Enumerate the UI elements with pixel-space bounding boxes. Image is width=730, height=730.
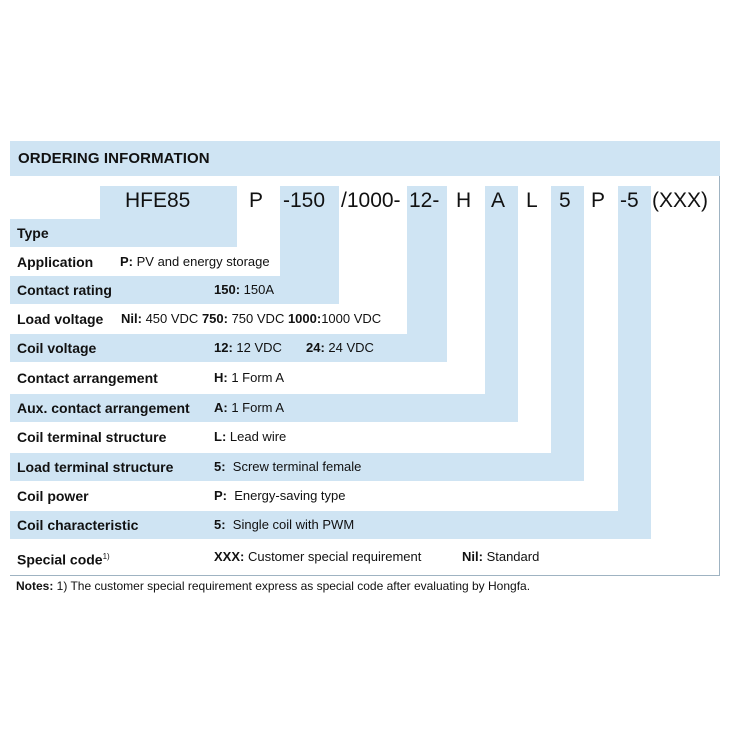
connector-bar-application <box>280 186 339 279</box>
code-part-special: (XXX) <box>652 189 709 212</box>
code-part-coil-characteristic: -5 <box>620 189 639 212</box>
row-special-code: Special code1) XXX: Customer special req… <box>10 543 710 571</box>
code-part-contact-rating: -150 <box>283 189 326 212</box>
row-label: Contact rating <box>17 282 112 298</box>
row-coil-voltage: Coil voltage 12: 12 VDC 24: 24 VDC <box>10 334 447 362</box>
row-application: Application P: PV and energy storage <box>10 248 280 276</box>
row-value: XXX: Customer special requirement <box>214 549 422 564</box>
notes: Notes: 1) The customer special requireme… <box>16 579 531 593</box>
code-part-application: P <box>249 189 264 212</box>
code-part-coil-power: P <box>591 189 606 212</box>
row-contact-arrangement: Contact arrangement H: 1 Form A <box>10 364 480 392</box>
connector-bar-load-terminal <box>551 186 584 459</box>
connector-bar-aux-contact <box>485 186 518 399</box>
row-value: H: 1 Form A <box>214 370 285 385</box>
row-value: 5: Screw terminal female <box>214 459 362 474</box>
row-label: Aux. contact arrangement <box>17 400 190 416</box>
row-label: Coil characteristic <box>17 517 139 533</box>
row-label: Coil terminal structure <box>17 429 167 445</box>
code-part-load-terminal: 5 <box>559 189 571 212</box>
row-value-alt: Nil: Standard <box>462 549 540 564</box>
row-coil-characteristic: Coil characteristic 5: Single coil with … <box>10 511 651 539</box>
code-part-model: HFE85 <box>125 189 191 212</box>
row-label: Coil power <box>17 488 89 504</box>
row-coil-power: Coil power P: Energy-saving type <box>10 482 618 510</box>
row-value: 5: Single coil with PWM <box>214 517 355 532</box>
row-type: Type <box>10 219 237 247</box>
row-label: Application <box>17 254 94 270</box>
connector-bar-coil-voltage <box>407 186 447 339</box>
row-value-alt: 24: 24 VDC <box>306 340 374 355</box>
row-load-voltage: Load voltage Nil: 450 VDC 750: 750 VDC 1… <box>10 305 407 333</box>
code-part-coil-voltage: 12- <box>409 189 440 212</box>
row-value: P: Energy-saving type <box>214 488 346 503</box>
row-value: L: Lead wire <box>214 429 287 444</box>
row-value: Nil: 450 VDC 750: 750 VDC 1000:1000 VDC <box>121 311 382 326</box>
row-label: Load voltage <box>17 311 104 327</box>
section-title: ORDERING INFORMATION <box>10 141 720 176</box>
code-part-aux-contact: A <box>491 189 506 212</box>
row-value: A: 1 Form A <box>214 400 285 415</box>
code-part-load-voltage: /1000- <box>341 189 401 212</box>
code-part-coil-terminal: L <box>526 189 538 212</box>
row-label: Special code1) <box>17 551 110 568</box>
code-part-contact-arrangement: H <box>456 189 472 212</box>
row-value: 12: 12 VDC <box>214 340 282 355</box>
row-load-terminal-structure: Load terminal structure 5: Screw termina… <box>10 453 584 481</box>
row-label: Load terminal structure <box>17 459 174 475</box>
row-label: Coil voltage <box>17 340 97 356</box>
connector-bar-coil-characteristic <box>618 186 651 519</box>
row-coil-terminal-structure: Coil terminal structure L: Lead wire <box>10 423 551 451</box>
row-value: P: PV and energy storage <box>120 254 270 269</box>
row-contact-rating: Contact rating 150: 150A <box>10 276 339 304</box>
footnote-marker: 1) <box>102 552 110 561</box>
row-label: Contact arrangement <box>17 370 158 386</box>
row-label: Type <box>17 225 49 241</box>
row-value: 150: 150A <box>214 282 275 297</box>
row-aux-contact-arrangement: Aux. contact arrangement A: 1 Form A <box>10 394 518 422</box>
